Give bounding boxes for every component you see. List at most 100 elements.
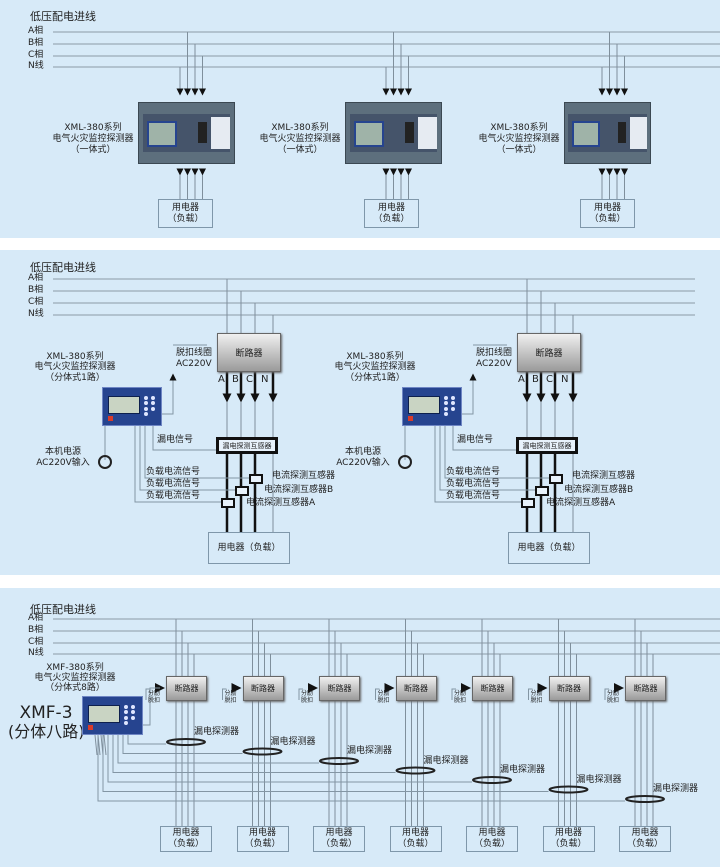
load-signal-label: 负载电流信号 xyxy=(146,479,201,489)
load-sublabel: （负载） xyxy=(550,839,587,849)
current-ct-icon xyxy=(535,486,549,496)
detector-label: 漏电探测器 xyxy=(347,746,393,756)
detector-label: 漏电探测器 xyxy=(653,784,699,794)
indicator-light xyxy=(107,416,113,422)
breaker: 断路器 xyxy=(166,676,207,701)
device-model: XML-380系列 xyxy=(46,352,104,362)
breaker: 断路器 xyxy=(625,676,666,701)
device-name: 电气火灾监控探测器 xyxy=(34,362,116,372)
phase-label: B相 xyxy=(28,285,44,295)
load-signal-label: 负载电流信号 xyxy=(146,467,201,477)
phase-label: N线 xyxy=(28,648,44,658)
device-name: 电气火灾监控探测器 xyxy=(334,362,416,372)
leak-signal-label: 漏电信号 xyxy=(157,435,194,445)
keypad-button xyxy=(150,396,155,401)
current-ct-icon xyxy=(221,498,235,508)
load-label: 用电器 xyxy=(401,828,429,838)
load-label: 用电器 xyxy=(377,202,405,213)
power-ct-icon xyxy=(98,455,112,469)
arrow-icon xyxy=(613,168,621,176)
load-signal-label: 负载电流信号 xyxy=(446,467,501,477)
phase-letter: C xyxy=(546,374,553,385)
lcd-screen xyxy=(87,705,121,724)
leakage-detector-icon xyxy=(472,776,512,784)
arrow-icon xyxy=(199,168,206,176)
device-lab xyxy=(629,117,647,149)
arrow-icon xyxy=(461,683,471,693)
leakage-detector-icon xyxy=(242,747,283,756)
load-box: 用电器（负载） xyxy=(389,826,442,852)
trip-sublabel: 脱扣 xyxy=(530,697,543,704)
device-name: 电气火灾监控探测器 xyxy=(478,134,560,144)
trip-wire xyxy=(460,378,474,415)
signal-wire xyxy=(102,735,549,792)
load-signal-wire xyxy=(434,424,527,503)
load-label: 用电器 xyxy=(593,202,621,213)
keypad-button xyxy=(124,715,129,720)
keypad-button xyxy=(143,411,148,416)
arrow-icon xyxy=(537,683,548,693)
arrow-icon xyxy=(199,88,206,96)
load-label: 用电器 xyxy=(631,828,659,838)
arrow-icon xyxy=(536,393,546,403)
load-box: 用电器（负载） xyxy=(466,826,518,852)
controller-device xyxy=(402,387,462,426)
signal-wire xyxy=(97,735,625,802)
device-sw xyxy=(404,122,415,143)
current-ct-label: 电流探测互感器 xyxy=(272,471,336,481)
device-lab xyxy=(418,117,438,149)
load-label: 用电器 xyxy=(248,828,276,838)
load-label: 用电器 xyxy=(554,828,582,838)
load-sublabel: （负载） xyxy=(373,213,410,224)
arrow-icon xyxy=(598,168,606,176)
power-label: 本机电源 xyxy=(44,447,81,457)
trip-coil-label: 脱扣线圈 xyxy=(476,348,513,358)
load-box: 用电器（负载） xyxy=(236,826,289,852)
breaker: 断路器 xyxy=(472,676,513,701)
leakage-detector-icon xyxy=(548,785,589,794)
trip-wire xyxy=(145,688,150,700)
arrow-icon xyxy=(382,88,390,96)
trip-sublabel: 脱扣 xyxy=(301,697,314,704)
load-signal-wire xyxy=(134,424,227,503)
trip-sublabel: 脱扣 xyxy=(224,697,237,704)
trip-label: 分励 xyxy=(301,690,314,697)
trip-wire xyxy=(141,687,160,726)
keypad-button xyxy=(443,396,448,401)
load-signal-wire xyxy=(439,424,541,491)
device-name: 电气火灾监控探测器 xyxy=(34,673,116,683)
device-type: （分体式1路） xyxy=(345,373,405,383)
leakage-detector-icon xyxy=(319,757,359,765)
signal-wire xyxy=(117,735,319,764)
trip-wire xyxy=(298,688,303,700)
breaker: 断路器 xyxy=(395,676,437,701)
phase-letter: B xyxy=(232,374,239,385)
load-signal-label: 负载电流信号 xyxy=(446,491,501,501)
big-type: (分体八路) xyxy=(8,722,85,741)
phase-letter: N xyxy=(561,374,569,385)
current-ct-label: 电流探测互感器A xyxy=(246,498,316,508)
load-sublabel: （负载） xyxy=(589,213,626,224)
device-name: 电气火灾监控探测器 xyxy=(259,134,341,144)
current-ct-label: 电流探测互感器 xyxy=(572,471,636,481)
arrow-icon xyxy=(405,168,412,176)
leak-signal-label: 漏电信号 xyxy=(457,435,494,445)
load-sublabel: （负载） xyxy=(397,839,434,849)
trip-label: 分励 xyxy=(148,690,161,697)
phase-label: N线 xyxy=(28,309,44,319)
device-type: （一体式） xyxy=(70,145,116,155)
load-sublabel: （负载） xyxy=(626,839,663,849)
load-label: 用电器 xyxy=(325,828,353,838)
load-sublabel: （负载） xyxy=(244,839,281,849)
load-box: 用电器（负载） xyxy=(580,199,635,228)
load-label: 用电器 xyxy=(171,202,199,213)
trip-wire xyxy=(451,688,456,700)
keypad-button xyxy=(131,705,136,710)
load-box: 用电器（负载） xyxy=(619,826,671,852)
trip-label: 分励 xyxy=(224,690,237,697)
power-label: 本机电源 xyxy=(344,447,381,457)
phase-label: A相 xyxy=(28,26,44,36)
device-model: XMF-380系列 xyxy=(46,663,104,673)
phase-label: A相 xyxy=(28,613,44,623)
arrow-icon xyxy=(384,683,395,693)
